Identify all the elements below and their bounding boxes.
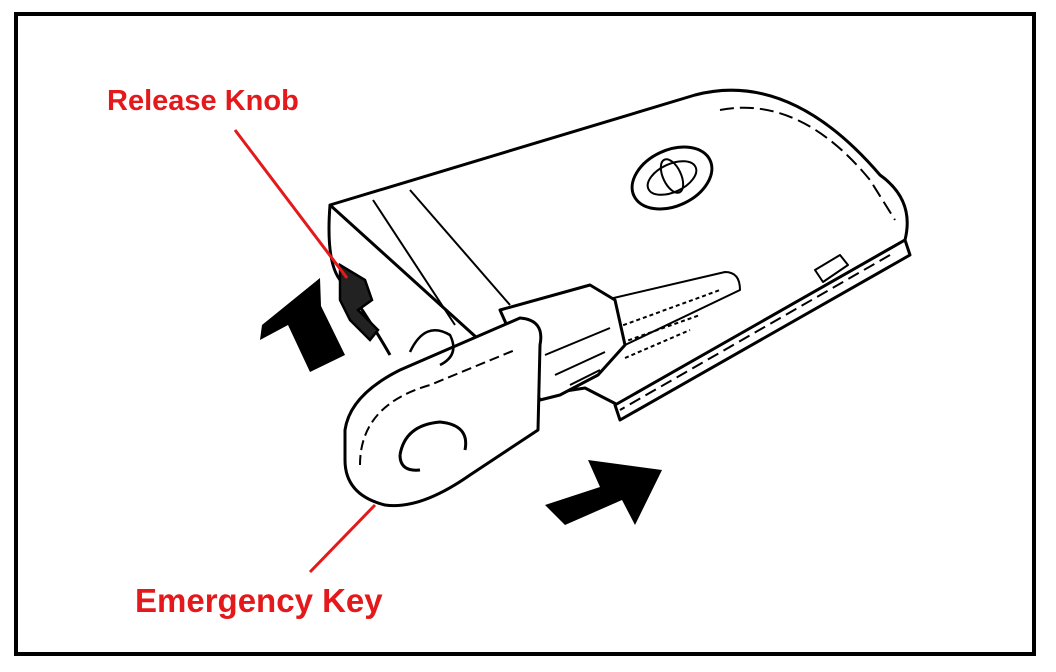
key-blade-ridges (544, 327, 611, 386)
fob-rim-line (719, 106, 896, 221)
brand-logo-icon (630, 145, 714, 211)
release-knob-icon (338, 262, 380, 342)
side-button (814, 254, 849, 283)
fob-edge-line-1 (372, 199, 456, 326)
leader-lines (233, 129, 377, 574)
release-knob-leader-line (233, 129, 349, 279)
emergency-key-icon (343, 283, 627, 508)
arrow-up-right-icon (545, 460, 662, 525)
key-slot (604, 271, 741, 346)
knob-circle (408, 329, 455, 367)
fob-edge-line-2 (409, 189, 511, 306)
key-slot-teeth (609, 289, 721, 359)
key-fob-icon (327, 88, 912, 422)
emergency-key-label: Emergency Key (135, 582, 383, 619)
key-head-inner-line (359, 349, 516, 466)
fob-top-face (328, 88, 909, 407)
release-knob-label: Release Knob (107, 85, 299, 117)
key-head (343, 316, 543, 508)
arrow-up-left-icon (260, 278, 345, 372)
emergency-key-leader-line (308, 503, 377, 574)
key-ring-hole (398, 420, 468, 472)
fob-bottom-rim (619, 254, 891, 411)
